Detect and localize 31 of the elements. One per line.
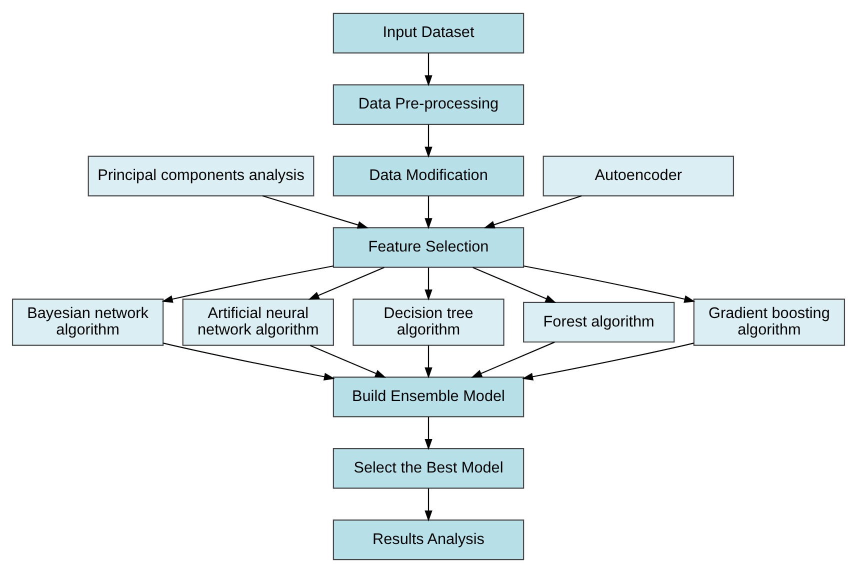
node-box: Artificial neural network algorithm	[182, 298, 334, 346]
node-box: Results Analysis	[332, 520, 524, 560]
arrow	[522, 342, 694, 380]
arrow	[308, 266, 384, 300]
node-box: Data Pre-processing	[332, 84, 524, 125]
node-box: Forest algorithm	[523, 302, 675, 343]
node-box: Input Dataset	[332, 12, 524, 54]
arrow	[424, 345, 432, 378]
arrow	[162, 265, 334, 303]
arrow	[424, 124, 432, 158]
node-box: Bayesian network algorithm	[12, 298, 164, 346]
arrow	[424, 416, 432, 450]
arrow	[262, 195, 368, 229]
arrow	[424, 268, 432, 300]
arrow	[472, 266, 556, 303]
arrow	[163, 342, 335, 380]
node-box: Data Modification	[332, 156, 524, 196]
arrow	[424, 196, 432, 230]
arrow	[424, 53, 432, 86]
arrow	[310, 344, 386, 378]
arrow	[471, 342, 555, 378]
node-box: Autoencoder	[542, 156, 734, 196]
node-box: Build Ensemble Model	[332, 376, 524, 418]
arrow	[424, 488, 432, 522]
node-box: Principal components analysis	[88, 156, 314, 196]
node-box: Feature Selection	[332, 227, 524, 268]
node-box: Gradient boosting algorithm	[693, 298, 846, 346]
node-box: Decision tree algorithm	[352, 298, 504, 346]
arrow	[524, 265, 696, 303]
node-box: Select the Best Model	[332, 448, 524, 489]
arrow	[484, 195, 582, 228]
